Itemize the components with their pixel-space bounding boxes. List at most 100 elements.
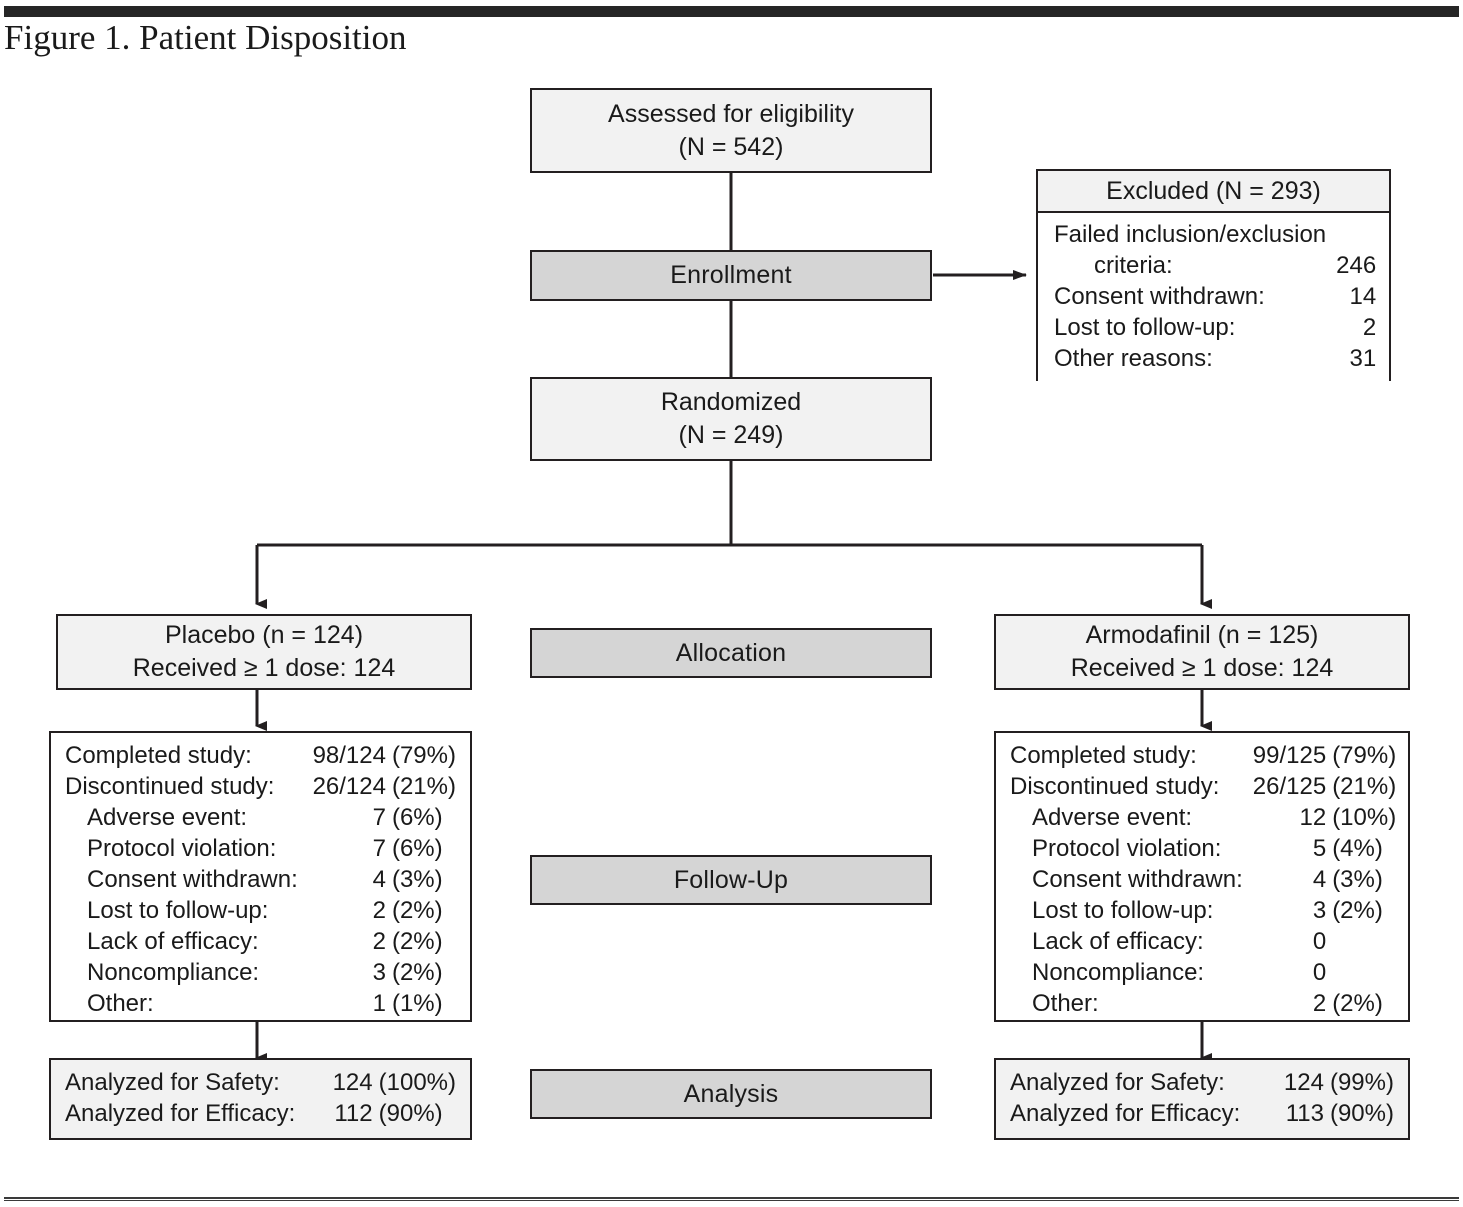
data-row: Other reasons: 31 — [1054, 343, 1382, 374]
data-row: Analyzed for Efficacy:112(90%) — [65, 1098, 456, 1129]
row-label: Consent withdrawn: — [1032, 866, 1243, 893]
node-armodafinil-followup: Completed study:99/125(79%)Discontinued … — [994, 731, 1410, 1022]
row-label: Analyzed for Safety: — [1010, 1069, 1225, 1096]
data-row: Failed inclusion/exclusion — [1054, 219, 1382, 250]
row-value: 0 — [1312, 959, 1327, 986]
row-label: Noncompliance: — [87, 959, 260, 986]
row-label: Lost to follow-up: — [87, 897, 269, 924]
row-label: Lost to follow-up: — [1032, 897, 1214, 924]
row-value: 14 — [1349, 283, 1377, 310]
row-label: Adverse event: — [87, 804, 248, 831]
data-row: Noncompliance:3(2%) — [65, 957, 456, 988]
row-value — [1336, 219, 1382, 250]
row-value: 26/124 — [312, 773, 386, 800]
data-row: Lack of efficacy: 2(2%) — [65, 926, 456, 957]
row-label: Analyzed for Efficacy: — [1010, 1100, 1241, 1127]
armodafinil-alloc-line-1: Armodafinil (n = 125) — [1085, 621, 1319, 649]
data-row: Completed study: 98/124(79%) — [65, 740, 456, 771]
stage-enrollment-label: Enrollment — [670, 261, 792, 289]
row-value: 3 — [1312, 897, 1327, 924]
excluded-header: Excluded (N = 293) — [1038, 171, 1389, 213]
row-percent: (79%) — [391, 742, 456, 769]
row-label: criteria: — [1094, 252, 1173, 279]
row-percent: (10%) — [1332, 804, 1397, 831]
data-row: Consent withdrawn: 4(3%) — [1010, 864, 1396, 895]
row-label: Consent withdrawn: — [87, 866, 298, 893]
data-row: Consent withdrawn:4(3%) — [65, 864, 456, 895]
placebo-alloc-line-2: Received ≥ 1 dose: 124 — [132, 654, 396, 682]
row-percent: (2%) — [1332, 990, 1383, 1017]
stage-follow-up: Follow-Up — [530, 855, 932, 905]
row-percent: (1%) — [391, 990, 443, 1017]
placebo-followup-rows: Completed study: 98/124(79%) Discontinued … — [65, 740, 456, 1019]
page-title: Figure 1. Patient Disposition — [4, 18, 407, 57]
node-placebo-analysis: Analyzed for Safety:124(100%)Analyzed fo… — [49, 1058, 472, 1140]
data-row: Adverse event: 12(10%) — [1010, 802, 1396, 833]
row-label: Other: — [1032, 990, 1099, 1017]
row-value: 12 — [1299, 804, 1327, 831]
row-percent: (4%) — [1332, 835, 1383, 862]
row-label: Failed inclusion/exclusion — [1054, 221, 1327, 248]
row-percent: (2%) — [391, 897, 443, 924]
data-row: Analyzed for Safety:124(99%) — [1010, 1067, 1394, 1098]
data-row: Noncompliance:0 — [1010, 957, 1396, 988]
row-label: Lack of efficacy: — [1032, 928, 1204, 955]
row-value: 26/125 — [1252, 773, 1327, 800]
node-armodafinil-allocation: Armodafinil (n = 125) Received ≥ 1 dose:… — [994, 614, 1410, 690]
row-value: 0 — [1312, 928, 1327, 955]
stage-analysis: Analysis — [530, 1069, 932, 1119]
data-row: Lost to follow-up: 2(2%) — [65, 895, 456, 926]
armodafinil-alloc-line-2: Received ≥ 1 dose: 124 — [1070, 654, 1334, 682]
armodafinil-followup-rows: Completed study:99/125(79%)Discontinued … — [1010, 740, 1396, 1019]
row-percent: (79%) — [1332, 742, 1397, 769]
row-label: Other reasons: — [1054, 345, 1213, 372]
stage-allocation-label: Allocation — [675, 638, 787, 667]
row-label: Discontinued study: — [65, 773, 275, 800]
row-label: Analyzed for Safety: — [65, 1069, 280, 1096]
row-label: Completed study: — [65, 742, 252, 769]
row-value: 99/125 — [1252, 742, 1327, 769]
row-label: Lack of efficacy: — [87, 928, 259, 955]
row-value: 246 — [1336, 252, 1377, 279]
row-percent: (90%) — [1329, 1100, 1394, 1127]
row-value: 4 — [1312, 866, 1327, 893]
row-percent — [1332, 957, 1396, 988]
data-row: Protocol violation:5(4%) — [1010, 833, 1396, 864]
row-percent: (6%) — [391, 835, 443, 862]
row-label: Adverse event: — [1032, 804, 1193, 831]
data-row: Other: 2(2%) — [1010, 988, 1396, 1019]
row-percent: (99%) — [1329, 1069, 1394, 1096]
row-value: 2 — [372, 897, 386, 924]
node-randomized: Randomized (N = 249) — [530, 377, 932, 461]
row-value: 112 — [334, 1100, 373, 1127]
data-row: Lost to follow-up: 3(2%) — [1010, 895, 1396, 926]
row-percent: (2%) — [391, 928, 443, 955]
data-row: Lost to follow-up:2 — [1054, 312, 1382, 343]
data-row: Completed study:99/125(79%) — [1010, 740, 1396, 771]
row-label: Discontinued study: — [1010, 773, 1220, 800]
row-value: 113 — [1285, 1100, 1324, 1127]
node-placebo-followup: Completed study: 98/124(79%) Discontinued … — [49, 731, 472, 1022]
page-bottom-rule — [4, 1197, 1459, 1201]
row-value: 2 — [372, 928, 386, 955]
data-row: Adverse event:7(6%) — [65, 802, 456, 833]
data-row: Protocol violation:7(6%) — [65, 833, 456, 864]
row-value: 31 — [1349, 345, 1377, 372]
row-value: 98/124 — [312, 742, 386, 769]
randomized-line-1: Randomized — [660, 388, 802, 416]
armodafinil-analysis-rows: Analyzed for Safety:124(99%)Analyzed for… — [1010, 1067, 1394, 1129]
row-value: 4 — [372, 866, 386, 893]
row-label: Protocol violation: — [87, 835, 277, 862]
data-row: Analyzed for Efficacy: 113(90%) — [1010, 1098, 1394, 1129]
row-value: 2 — [1312, 990, 1327, 1017]
row-percent: (3%) — [1332, 866, 1383, 893]
row-label: Protocol violation: — [1032, 835, 1222, 862]
row-value: 3 — [372, 959, 386, 986]
row-percent: (2%) — [1332, 897, 1383, 924]
row-percent: (100%) — [378, 1069, 456, 1096]
placebo-analysis-rows: Analyzed for Safety:124(100%)Analyzed fo… — [65, 1067, 456, 1129]
data-row: Analyzed for Safety:124(100%) — [65, 1067, 456, 1098]
row-label: Lost to follow-up: — [1054, 314, 1236, 341]
